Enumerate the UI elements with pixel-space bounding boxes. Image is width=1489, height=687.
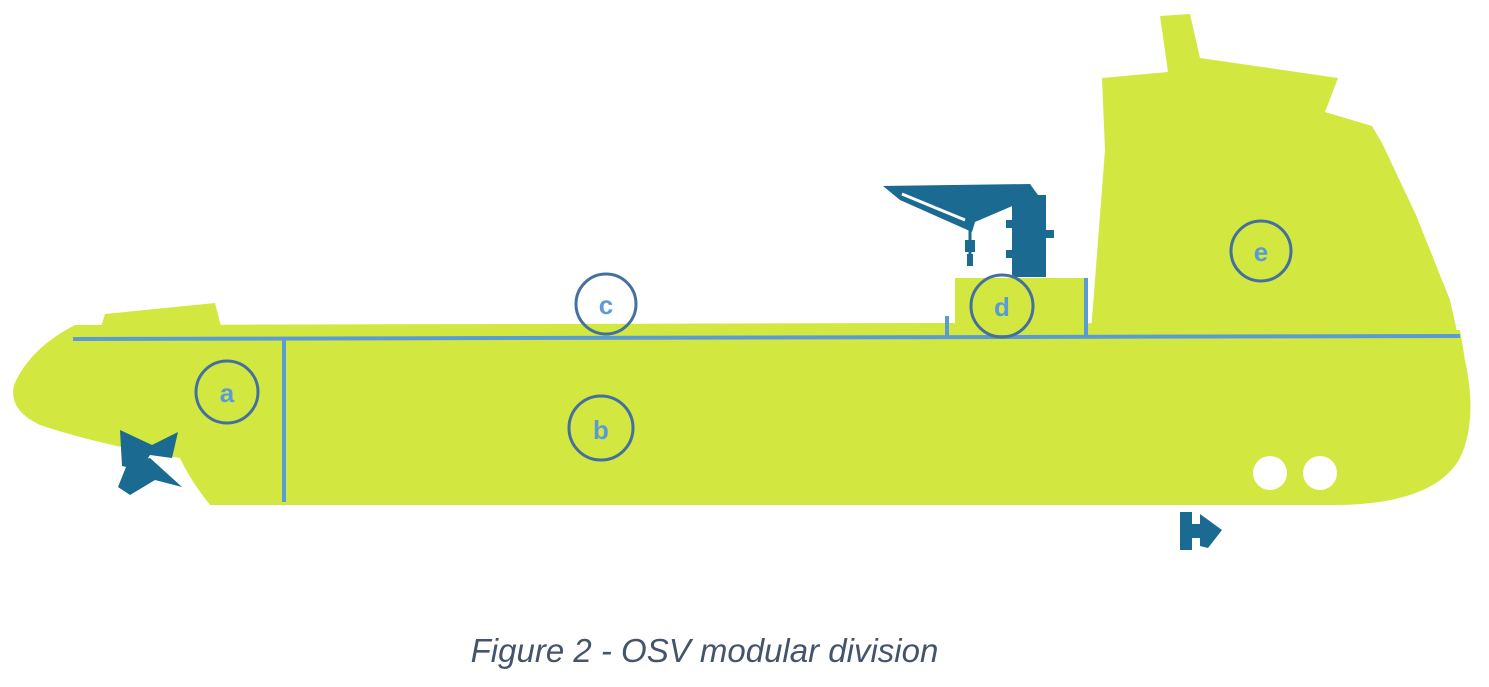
- figure-caption: Figure 2 - OSV modular division: [470, 632, 939, 669]
- module-marker-c: c: [574, 272, 638, 336]
- module-marker-e: e: [1229, 219, 1293, 283]
- division-lines: [72, 278, 1461, 502]
- thruster-icon: [1180, 512, 1222, 550]
- module-marker-a: a: [194, 359, 260, 425]
- crane-icon: [883, 184, 1054, 277]
- module-label-a: a: [220, 378, 235, 408]
- porthole-icon: [1303, 456, 1337, 490]
- module-marker-d: d: [969, 273, 1035, 339]
- porthole-icon: [1253, 456, 1287, 490]
- module-marker-b: b: [567, 394, 635, 462]
- main-deck-line: [72, 334, 1461, 341]
- module-label-e: e: [1254, 237, 1268, 267]
- module-label-b: b: [593, 415, 609, 445]
- module-label-c: c: [599, 290, 613, 320]
- osv-diagram: a b c d e: [13, 14, 1471, 550]
- hull: [13, 323, 1471, 505]
- aft-deck-bump: [100, 303, 222, 330]
- superstructure: [1090, 14, 1460, 345]
- propeller-icon: [118, 430, 182, 495]
- module-label-d: d: [994, 292, 1010, 322]
